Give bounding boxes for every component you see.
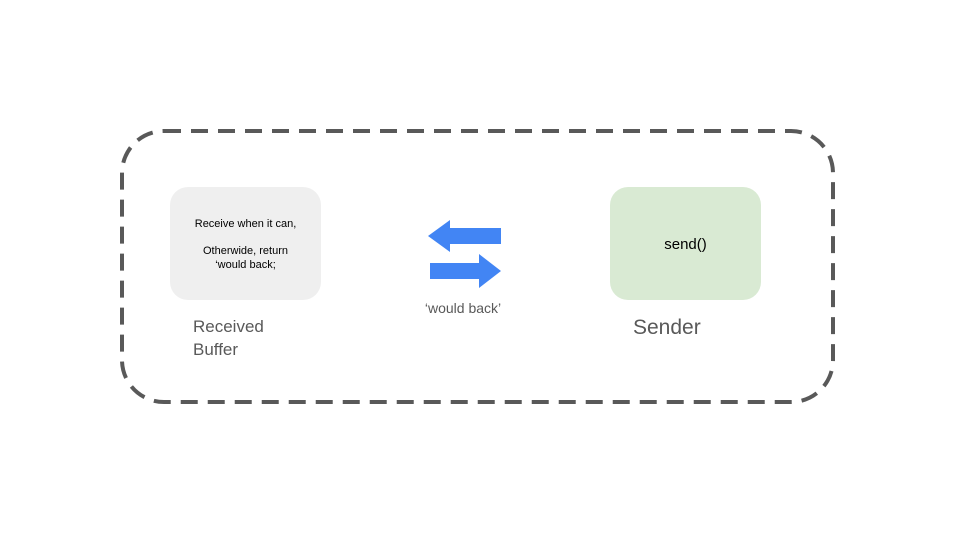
- send-call-text: send(): [664, 236, 707, 253]
- buffer-text-line-1: Receive when it can,: [194, 218, 297, 230]
- left-arrow-icon: [428, 220, 501, 252]
- buffer-label-line-2: Buffer: [193, 340, 239, 359]
- buffer-text-line-2: Otherwide, return: [203, 245, 288, 257]
- sender-box: send(): [610, 187, 761, 300]
- sender-label: Sender: [633, 316, 701, 339]
- right-arrow-icon: [430, 254, 501, 288]
- buffer-text-line-3: ‘would back;: [215, 259, 276, 271]
- bidirectional-arrows-icon: [428, 220, 501, 288]
- received-buffer-label: Received Buffer: [193, 315, 264, 361]
- received-buffer-box: Receive when it can, Otherwide, return ‘…: [170, 187, 321, 300]
- buffer-label-line-1: Received: [193, 317, 264, 336]
- arrows-label: ‘would back’: [424, 300, 502, 316]
